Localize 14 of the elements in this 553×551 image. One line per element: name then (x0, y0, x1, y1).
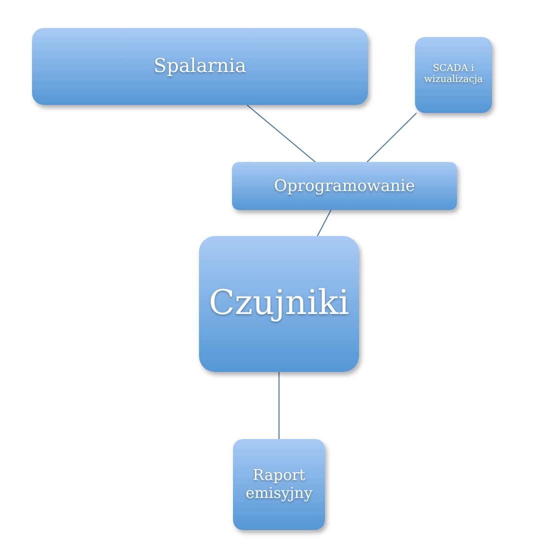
rounded-box (32, 28, 368, 105)
rounded-box (415, 37, 492, 113)
node-label: Czujniki (208, 284, 350, 324)
node-label: SCADA i wizualizacja (423, 64, 484, 86)
rounded-box (233, 439, 325, 530)
node-label: Raport emisyjny (244, 467, 314, 502)
rounded-box (232, 162, 457, 210)
connector-line (366, 112, 418, 162)
connector-line (316, 210, 332, 236)
node-label: Spalarnia (154, 56, 246, 78)
rounded-box (199, 236, 359, 372)
node-label: Oprogramowanie (274, 176, 415, 196)
connector-line (278, 372, 280, 440)
connector-line (246, 104, 316, 162)
